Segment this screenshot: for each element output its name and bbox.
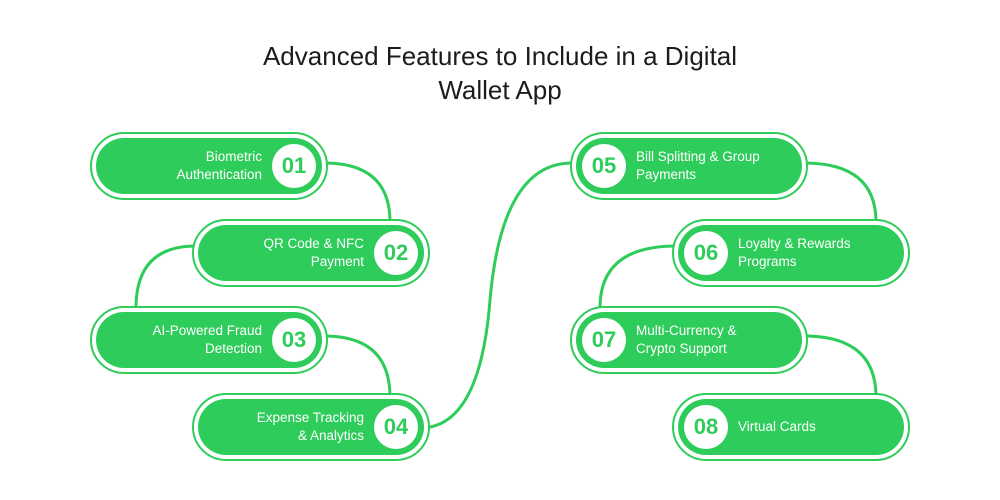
feature-number-badge: 06 xyxy=(684,231,728,275)
feature-number-badge: 02 xyxy=(374,231,418,275)
feature-label: Expense Tracking & Analytics xyxy=(256,410,364,443)
feature-card-01: Biometric Authentication 01 xyxy=(90,132,328,200)
feature-card-02: QR Code & NFC Payment 02 xyxy=(192,219,430,287)
feature-card-04: Expense Tracking & Analytics 04 xyxy=(192,393,430,461)
feature-number-badge: 04 xyxy=(374,405,418,449)
feature-label: Loyalty & Rewards Programs xyxy=(738,236,851,269)
feature-number-badge: 07 xyxy=(582,318,626,362)
connector-04-05 xyxy=(418,161,574,430)
connector-02-03 xyxy=(134,244,198,310)
feature-number-badge: 01 xyxy=(272,144,316,188)
connector-07-08 xyxy=(802,334,878,399)
feature-number-badge: 05 xyxy=(582,144,626,188)
feature-number-badge: 08 xyxy=(684,405,728,449)
feature-card-03: AI-Powered Fraud Detection 03 xyxy=(90,306,328,374)
page-title: Advanced Features to Include in a Digita… xyxy=(0,39,1000,107)
feature-number-badge: 03 xyxy=(272,318,316,362)
feature-label: QR Code & NFC Payment xyxy=(263,236,364,269)
feature-card-07: 07 Multi-Currency & Crypto Support xyxy=(570,306,808,374)
connector-01-02 xyxy=(322,161,392,224)
title-line-2: Wallet App xyxy=(438,75,562,106)
connector-06-07 xyxy=(598,244,678,310)
connector-03-04 xyxy=(322,334,392,399)
feature-label: Biometric Authentication xyxy=(176,149,262,182)
feature-card-05: 05 Bill Splitting & Group Payments xyxy=(570,132,808,200)
feature-label: Multi-Currency & Crypto Support xyxy=(636,323,737,356)
title-line-1: Advanced Features to Include in a Digita… xyxy=(262,41,738,72)
feature-label: AI-Powered Fraud Detection xyxy=(152,323,262,356)
feature-label: Bill Splitting & Group Payments xyxy=(636,149,760,182)
connector-05-06 xyxy=(802,161,878,224)
feature-card-08: 08 Virtual Cards xyxy=(672,393,910,461)
feature-card-06: 06 Loyalty & Rewards Programs xyxy=(672,219,910,287)
feature-label: Virtual Cards xyxy=(738,419,816,434)
